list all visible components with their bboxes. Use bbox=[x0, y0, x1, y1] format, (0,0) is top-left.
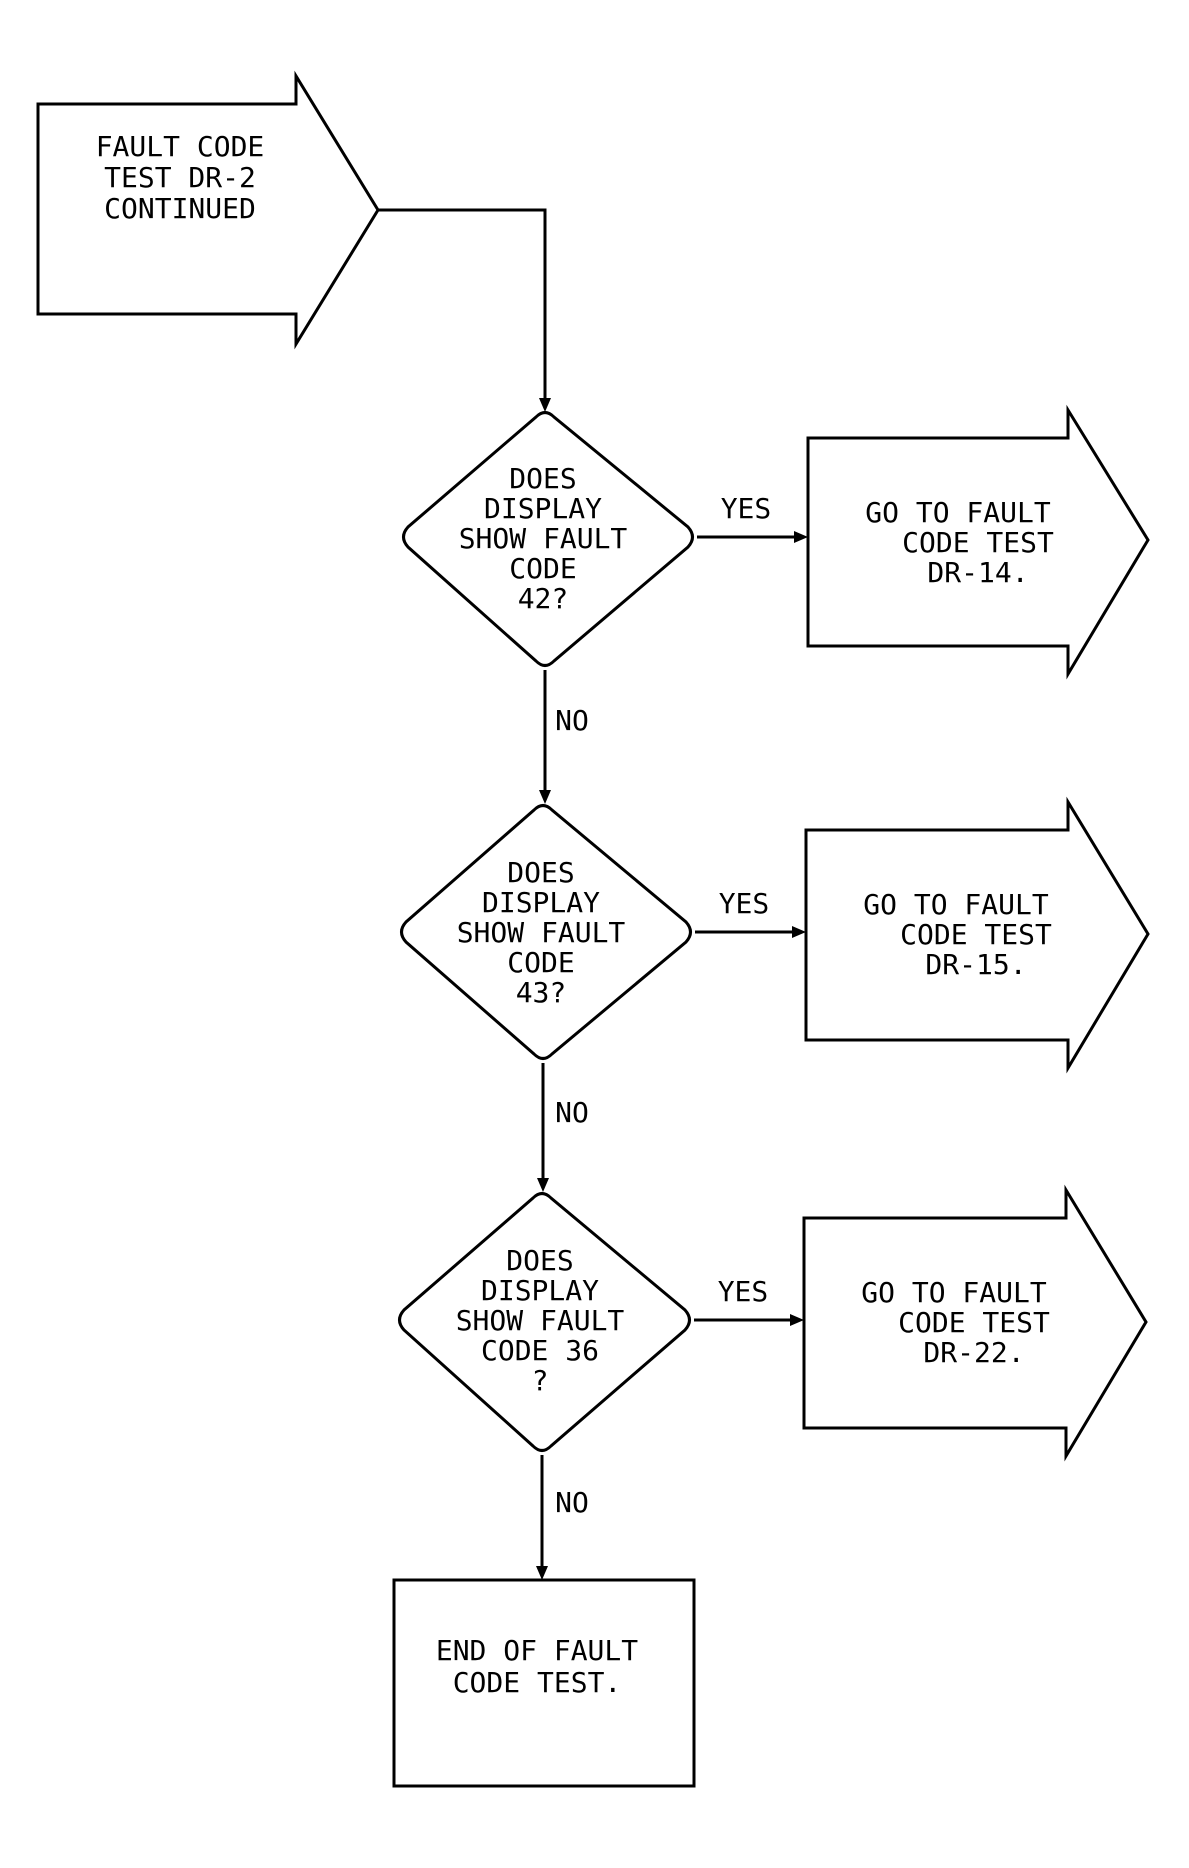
decision-2-line-1: DOES bbox=[507, 856, 574, 889]
target-2-line-3: DR-15. bbox=[925, 948, 1026, 981]
start-line-3: CONTINUED bbox=[104, 192, 256, 225]
target-node-1: GO TO FAULT CODE TEST DR-14. bbox=[806, 404, 1150, 680]
target-3-line-3: DR-22. bbox=[923, 1336, 1024, 1369]
yes-branch-3: YES bbox=[694, 1275, 804, 1326]
target-1-line-1: GO TO FAULT bbox=[865, 496, 1051, 529]
target-2-arrow-shape bbox=[804, 796, 1150, 1074]
start-line-1: FAULT CODE bbox=[96, 130, 265, 163]
decision-2-line-5: 43? bbox=[516, 976, 567, 1009]
target-1-line-2: CODE TEST bbox=[902, 526, 1054, 559]
decision-3-line-3: SHOW FAULT bbox=[456, 1304, 625, 1337]
decision-1-line-5: 42? bbox=[518, 582, 569, 615]
yes-label-3: YES bbox=[718, 1275, 769, 1308]
no-branch-2: NO bbox=[537, 1063, 589, 1192]
end-box bbox=[392, 1578, 696, 1788]
no-branch-3: NO bbox=[536, 1455, 589, 1580]
yes-label-1: YES bbox=[721, 492, 772, 525]
decision-3-diamond bbox=[398, 1192, 691, 1452]
decision-node-3: DOES DISPLAY SHOW FAULT CODE 36 ? bbox=[398, 1192, 691, 1452]
yes-branch-2: YES bbox=[695, 887, 806, 938]
decision-2-line-4: CODE bbox=[507, 946, 574, 979]
decision-1-line-2: DISPLAY bbox=[484, 492, 602, 525]
target-3-arrow-shape bbox=[802, 1184, 1148, 1462]
yes-branch-1: YES bbox=[697, 492, 808, 543]
decision-2-line-3: SHOW FAULT bbox=[457, 916, 626, 949]
target-3-line-2: CODE TEST bbox=[898, 1306, 1050, 1339]
target-3-line-1: GO TO FAULT bbox=[861, 1276, 1047, 1309]
end-line-2: CODE TEST. bbox=[453, 1666, 622, 1699]
target-node-3: GO TO FAULT CODE TEST DR-22. bbox=[802, 1184, 1148, 1462]
no-label-3: NO bbox=[555, 1486, 589, 1519]
no-label-1: NO bbox=[555, 704, 589, 737]
yes-label-2: YES bbox=[719, 887, 770, 920]
end-line-1: END OF FAULT bbox=[436, 1634, 638, 1667]
decision-node-1: DOES DISPLAY SHOW FAULT CODE 42? bbox=[402, 411, 694, 667]
end-node: END OF FAULT CODE TEST. bbox=[392, 1578, 696, 1788]
decision-3-line-1: DOES bbox=[506, 1244, 573, 1277]
no-branch-1: NO bbox=[539, 670, 589, 804]
decision-node-2: DOES DISPLAY SHOW FAULT CODE 43? bbox=[400, 804, 692, 1060]
connector-start-to-decision-1 bbox=[378, 208, 551, 412]
decision-1-diamond bbox=[402, 411, 694, 667]
target-node-2: GO TO FAULT CODE TEST DR-15. bbox=[804, 796, 1150, 1074]
start-line-2: TEST DR-2 bbox=[104, 161, 256, 194]
start-arrow-shape bbox=[36, 70, 380, 350]
target-1-line-3: DR-14. bbox=[927, 556, 1028, 589]
decision-3-line-5: ? bbox=[532, 1364, 549, 1397]
target-1-arrow-shape bbox=[806, 404, 1150, 680]
target-2-line-2: CODE TEST bbox=[900, 918, 1052, 951]
start-node: FAULT CODE TEST DR-2 CONTINUED bbox=[36, 70, 380, 350]
decision-1-line-3: SHOW FAULT bbox=[459, 522, 628, 555]
decision-3-line-2: DISPLAY bbox=[481, 1274, 599, 1307]
decision-3-line-4: CODE 36 bbox=[481, 1334, 599, 1367]
decision-1-line-1: DOES bbox=[509, 462, 576, 495]
decision-1-line-4: CODE bbox=[509, 552, 576, 585]
decision-2-diamond bbox=[400, 804, 692, 1060]
no-label-2: NO bbox=[555, 1096, 589, 1129]
decision-2-line-2: DISPLAY bbox=[482, 886, 600, 919]
target-2-line-1: GO TO FAULT bbox=[863, 888, 1049, 921]
